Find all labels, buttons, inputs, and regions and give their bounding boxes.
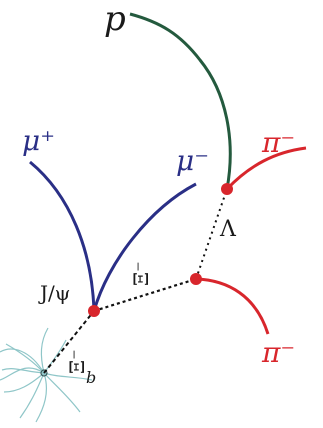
xi-b-label-main: Ξ⁻: [65, 349, 89, 374]
pv-track: [0, 367, 45, 381]
muon-plus-label: μ⁺: [22, 124, 55, 157]
pv-track: [43, 339, 67, 374]
pv-track: [3, 372, 45, 393]
jpsi-label: J/ψ: [38, 281, 70, 305]
xi-b-label: Ξ⁻ b: [65, 349, 96, 387]
muon-minus-track: [92, 182, 197, 312]
pv-track: [35, 372, 48, 423]
pion-lower-track: [195, 277, 270, 335]
xi-b-label-subscript: b: [86, 368, 96, 387]
lambda-track: [195, 188, 228, 280]
pv-track: [19, 372, 45, 419]
pv-track: [0, 348, 45, 374]
xi-b-track: [43, 310, 95, 374]
pv-track: [43, 372, 81, 413]
pion-upper-track: [225, 146, 307, 191]
muon-minus-label: μ⁻: [176, 144, 209, 177]
pv-track: [5, 343, 45, 374]
pion-lower-label: π⁻: [261, 336, 295, 369]
jpsi-vertex: [88, 305, 100, 317]
pv-track: [43, 372, 93, 381]
primary-vertex: [40, 369, 48, 377]
proton-label: p: [104, 0, 126, 39]
pv-track: [40, 327, 49, 374]
proton-track: [129, 12, 232, 190]
pion-upper-label: π⁻: [261, 126, 295, 159]
xi-minus-label: Ξ⁻: [129, 261, 153, 286]
muon-plus-track: [29, 160, 96, 312]
lambda-label: Λ: [219, 217, 237, 242]
xi-decay-vertex: [190, 273, 202, 285]
lambda-decay-vertex: [221, 183, 233, 195]
